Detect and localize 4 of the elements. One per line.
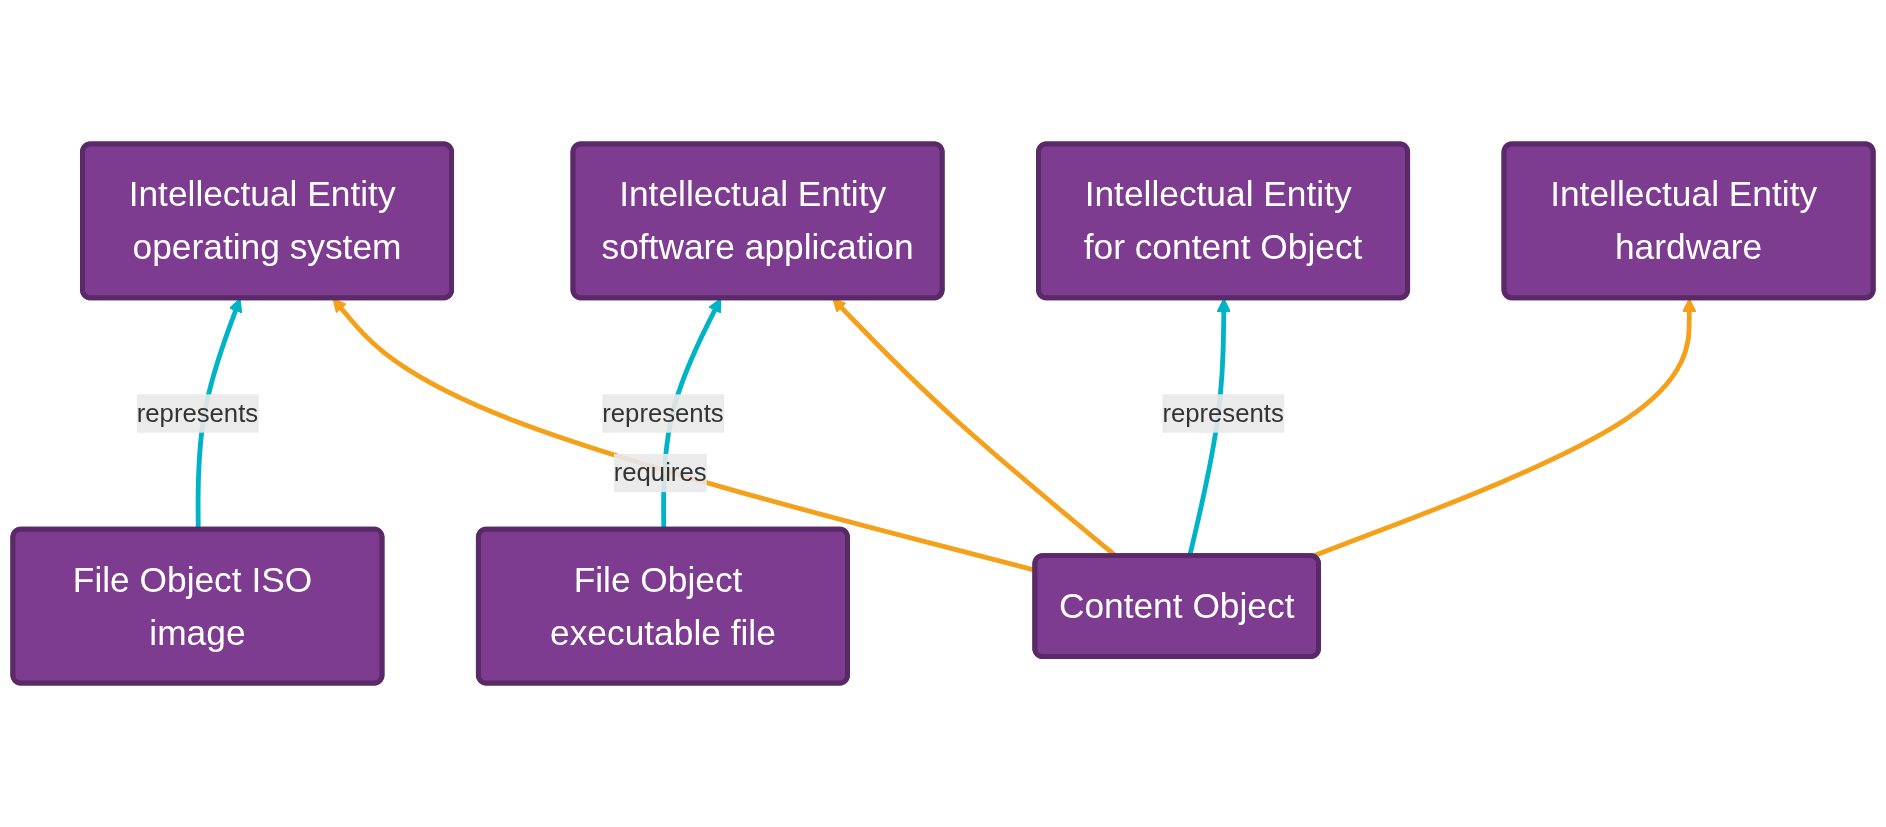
edge-label: requires	[613, 458, 707, 486]
edge-label: represents	[1162, 399, 1284, 427]
edge-label: represents	[602, 399, 724, 427]
edge-label: represents	[136, 399, 259, 427]
